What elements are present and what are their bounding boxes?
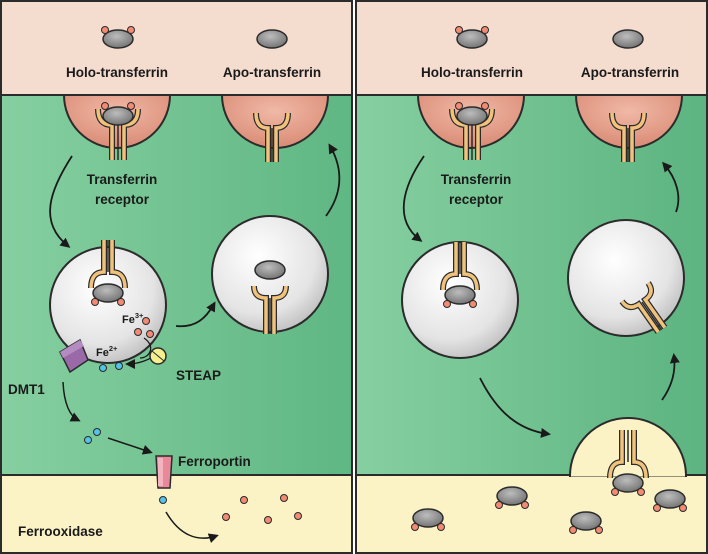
iron-ion-icon	[159, 496, 167, 504]
arrow-icon	[49, 155, 73, 248]
fe3-label: Fe3+	[122, 311, 144, 326]
fe2-label: Fe2+	[96, 344, 118, 359]
arrow-icon	[165, 511, 219, 543]
extracellular-space-top-left	[1, 1, 352, 95]
arrow-icon	[175, 301, 216, 328]
transferrin-receptor-icon	[253, 112, 291, 162]
holo-transferrin-icon	[653, 489, 687, 512]
right-panel: Holo-transferrin Apo-transferrin Transfe…	[356, 1, 707, 553]
apo-transferrin-label: Apo-transferrin	[581, 65, 679, 80]
transferrin-receptor-icon	[440, 242, 480, 291]
steap-label: STEAP	[176, 368, 221, 383]
right-panel-border	[355, 0, 708, 554]
ferroportin-icon	[155, 455, 173, 489]
holo-transferrin-label: Holo-transferrin	[421, 65, 523, 80]
steap-icon	[149, 347, 167, 365]
arrow-icon	[62, 381, 81, 422]
extracellular-space-bottom-left	[1, 475, 352, 553]
extracellular-space-bottom-right	[356, 475, 707, 553]
ferrooxidase-label: Ferrooxidase	[18, 524, 103, 539]
holo-transferrin-icon	[411, 508, 445, 531]
arrow-icon	[662, 161, 680, 213]
apo-transferrin-icon	[612, 29, 644, 49]
transferrin-receptor-icon	[251, 285, 289, 334]
holo-transferrin-icon	[611, 473, 645, 496]
arrow-icon	[661, 353, 680, 401]
dmt1-label: DMT1	[8, 382, 45, 397]
transferrin-receptor-label-line1: Transferrin	[441, 172, 512, 187]
iron-ion-icon	[84, 428, 101, 444]
holo-transferrin-icon	[455, 26, 489, 49]
left-panel: Holo-transferrin Apo-transferrin Transfe…	[1, 1, 352, 553]
extracellular-space-top-right	[356, 1, 707, 95]
transferrin-receptor-label-line1: Transferrin	[87, 172, 158, 187]
arrow-icon	[402, 155, 425, 242]
arrow-icon	[139, 337, 152, 359]
holo-transferrin-icon	[91, 283, 125, 306]
apo-transferrin-icon	[254, 260, 286, 280]
iron-ion-icon	[134, 317, 154, 338]
dmt1-transporter-icon	[59, 338, 89, 374]
transferrin-receptor-label-line2: receptor	[95, 192, 150, 207]
transferrin-receptor-icon	[609, 112, 647, 162]
holo-transferrin-icon	[455, 102, 489, 126]
iron-ion-icon	[99, 362, 123, 372]
holo-transferrin-label: Holo-transferrin	[66, 65, 168, 80]
ferroportin-label: Ferroportin	[178, 454, 251, 469]
iron-ion-icon	[222, 494, 302, 524]
transferrin-receptor-icon	[88, 240, 128, 289]
holo-transferrin-icon	[569, 511, 603, 534]
holo-transferrin-icon	[101, 26, 135, 49]
transferrin-receptor-icon	[619, 281, 668, 334]
transferrin-receptor-label-line2: receptor	[449, 192, 504, 207]
apo-transferrin-label: Apo-transferrin	[223, 65, 321, 80]
left-panel-border	[0, 0, 353, 554]
transferrin-receptor-icon	[607, 430, 649, 479]
holo-transferrin-icon	[443, 285, 477, 308]
apo-transferrin-icon	[256, 29, 288, 49]
arrow-icon	[107, 437, 153, 455]
arrow-icon	[479, 377, 551, 438]
holo-transferrin-icon	[495, 486, 529, 509]
arrow-icon	[325, 143, 341, 217]
endosome-icon	[567, 219, 685, 337]
holo-transferrin-icon	[101, 102, 135, 126]
